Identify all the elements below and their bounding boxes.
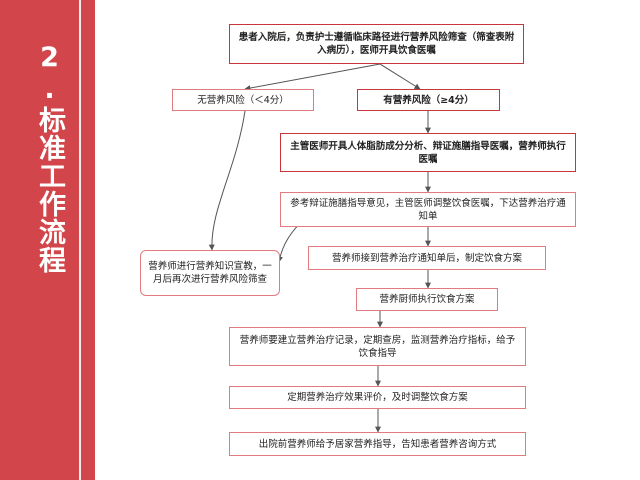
arrow-screening-to-risk <box>379 63 421 90</box>
node-effect-evaluation: 定期营养治疗效果评价，及时调整饮食方案 <box>229 386 526 409</box>
node-admission-screening: 患者入院后，负责护士遵循临床路径进行营养风险筛查（筛查表附入病历），医师开具饮食… <box>229 24 524 64</box>
node-risk: 有营养风险（≥4分） <box>357 89 500 111</box>
node-fat-analysis-order: 主管医师开具人体脂肪成分分析、辩证施膳指导医嘱，营养师执行医嘱 <box>280 133 576 172</box>
node-adjust-diet-order: 参考辩证施膳指导意见，主管医师调整饮食医嘱，下达营养治疗通知单 <box>280 192 576 227</box>
node-nutrition-education: 营养师进行营养知识宣教，一月后再次进行营养风险筛查 <box>140 250 280 296</box>
sidebar-divider <box>79 0 81 480</box>
arrow-screening-to-no-risk <box>244 63 381 91</box>
node-chef-execute: 营养厨师执行饮食方案 <box>356 288 498 311</box>
node-diet-plan: 营养师接到营养治疗通知单后，制定饮食方案 <box>308 246 546 270</box>
node-discharge-guidance: 出院前营养师给予居家营养指导，告知患者营养咨询方式 <box>229 432 526 456</box>
node-treatment-record: 营养师要建立营养治疗记录，定期查房，监测营养治疗指标，给予饮食指导 <box>229 327 526 366</box>
node-no-risk: 无营养风险（＜4分） <box>172 89 314 111</box>
section-title: 2.标准工作流程 <box>34 42 65 274</box>
arrow-no-risk-to-education <box>208 110 246 251</box>
sidebar-panel: 2.标准工作流程 <box>0 0 95 480</box>
